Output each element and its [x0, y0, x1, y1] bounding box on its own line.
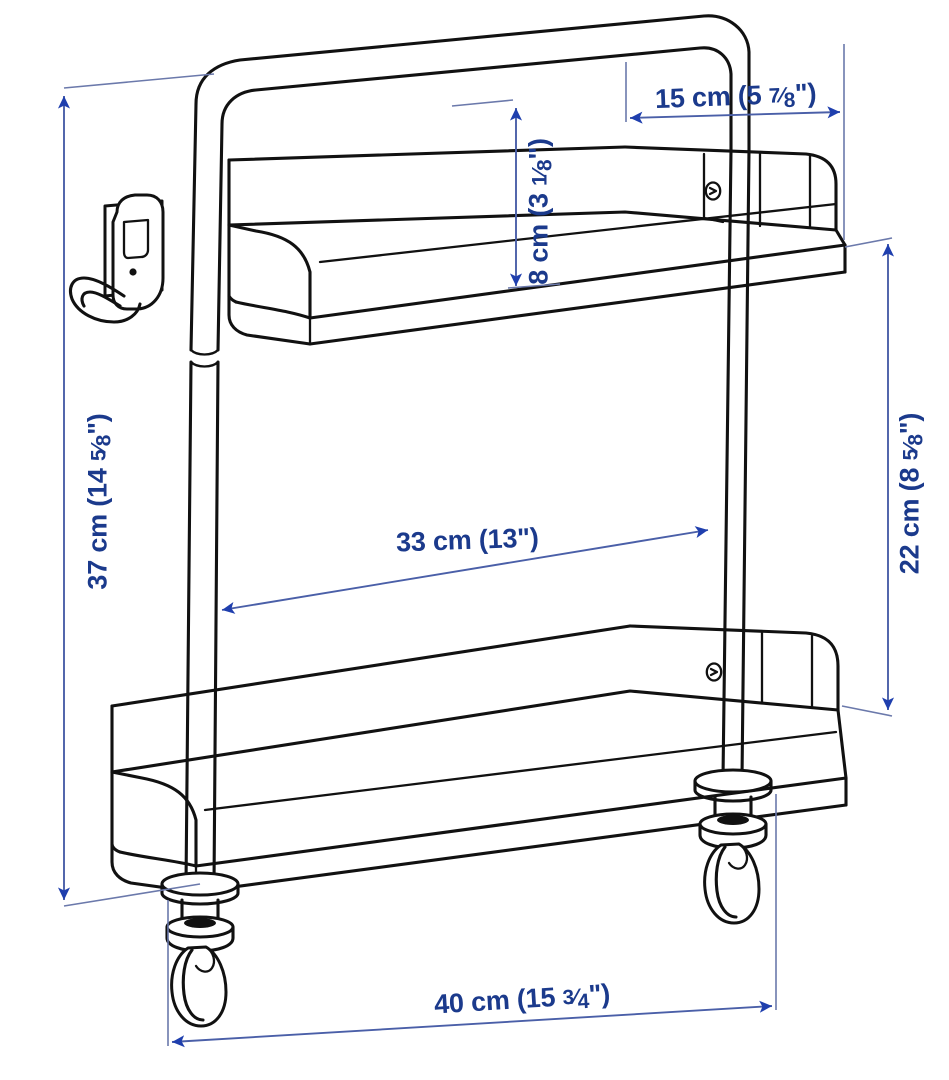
dim-inner-width	[221, 526, 709, 614]
push-handle-bar	[194, 14, 751, 152]
dim-depth	[625, 44, 845, 240]
dimension-label-depth: 15 cm (5 7⁄8")	[654, 77, 817, 115]
caster-front-right	[693, 768, 773, 925]
hanging-hook	[68, 193, 165, 324]
dim-outer-width	[167, 794, 777, 1048]
top-shelf	[227, 145, 847, 346]
shelf-screw-bottom	[705, 662, 723, 682]
dimension-label-total-height: 37 cm (14 5⁄8")	[82, 413, 116, 590]
left-post	[184, 102, 224, 886]
dim-lip-height	[451, 99, 561, 289]
dimension-label-inner-width: 33 cm (13")	[395, 522, 540, 558]
dim-shelf-gap	[841, 237, 895, 717]
right-post	[702, 148, 751, 780]
dimension-label-shelf-gap: 22 cm (8 5⁄8")	[894, 412, 928, 575]
dimension-label-lip-height: 8 cm (3 1⁄8")	[523, 138, 557, 285]
dim-total-height	[57, 73, 215, 907]
shelf-screw-top	[704, 181, 722, 201]
